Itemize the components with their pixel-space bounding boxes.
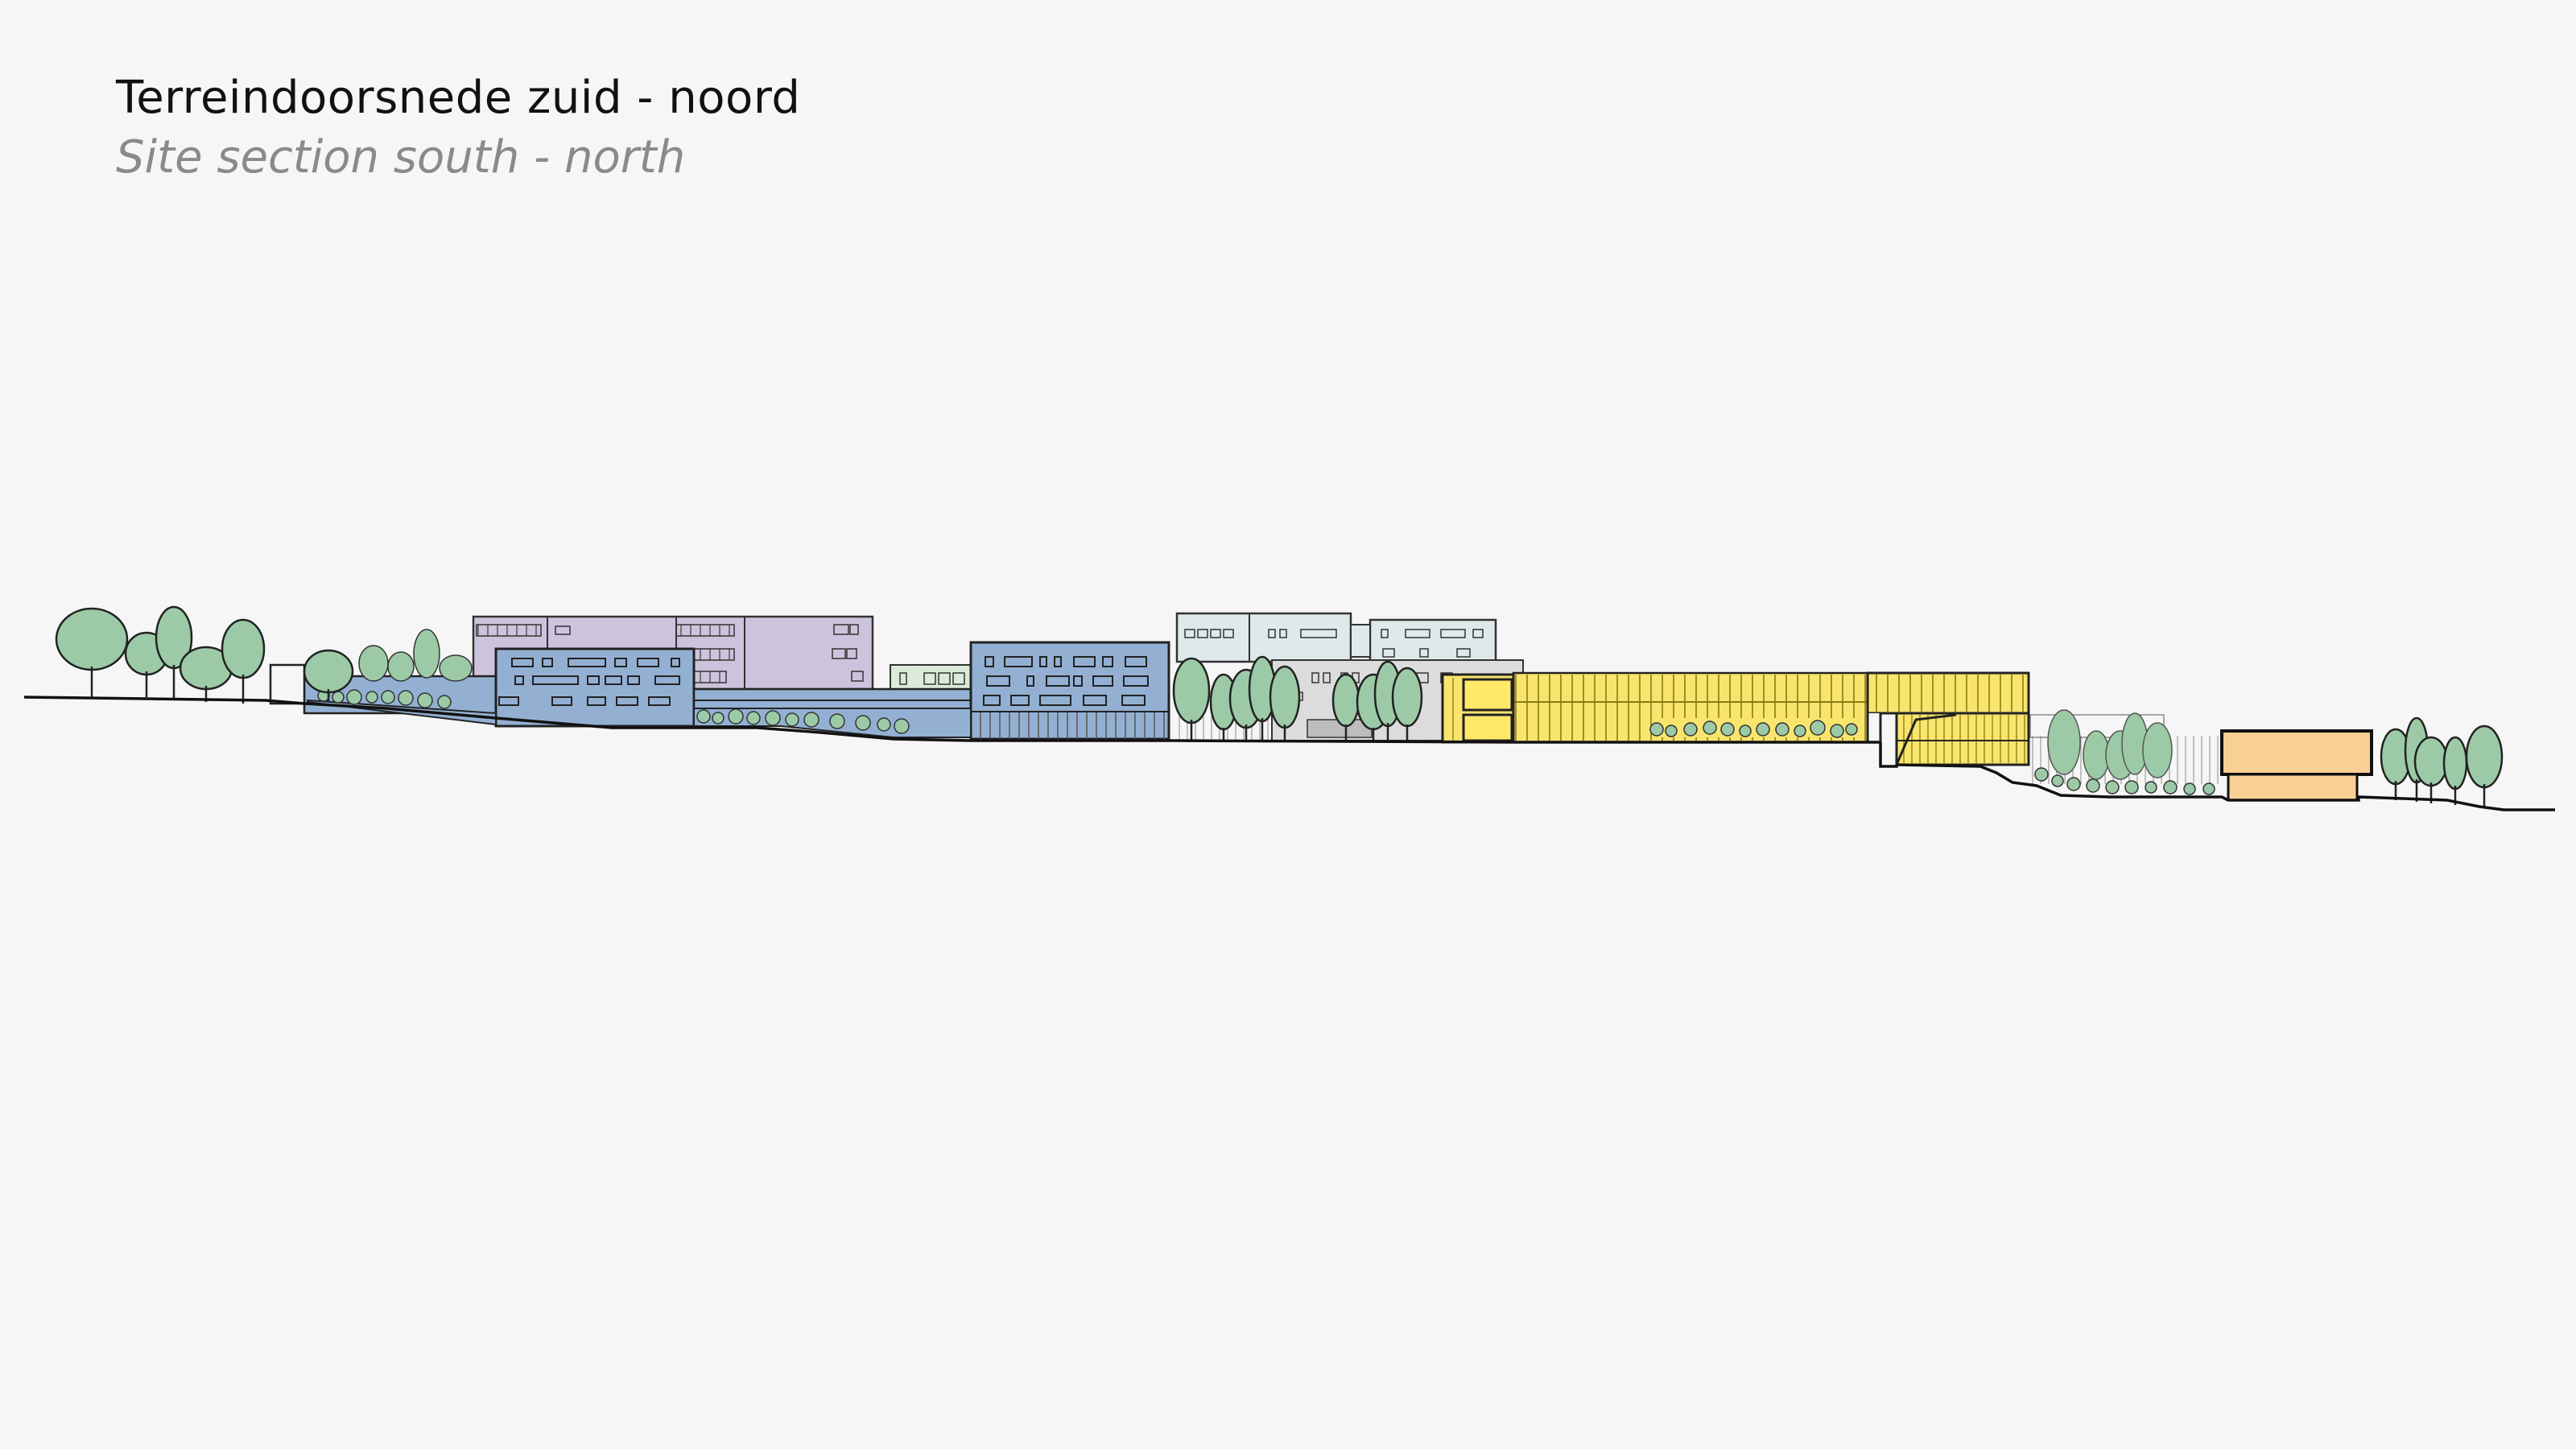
trees-central <box>1172 655 1423 741</box>
orange-building <box>2220 729 2373 802</box>
shrub-row-middle <box>696 708 910 734</box>
trees-far-north <box>2380 716 2504 807</box>
ground-step-north <box>1879 742 1898 768</box>
trees-south-roof <box>358 629 473 682</box>
shrub-row-north <box>2034 767 2215 795</box>
title-block: Terreindoorsnede zuid - noord Site secti… <box>116 69 800 187</box>
south-pavilion <box>269 663 306 705</box>
trees-north-courtyard <box>2047 709 2173 780</box>
section-title-english: Site section south - north <box>116 131 686 184</box>
trees-far-south <box>55 605 354 704</box>
mint-building <box>890 664 972 690</box>
section-title-dutch: Terreindoorsnede zuid - noord <box>116 72 801 124</box>
ground-line <box>23 696 2555 811</box>
blue-building-north <box>969 641 1170 741</box>
shrub-row-south <box>317 689 452 709</box>
yellow-building <box>1441 671 2030 766</box>
shrub-row-yellow-courtyard <box>1649 720 1858 738</box>
